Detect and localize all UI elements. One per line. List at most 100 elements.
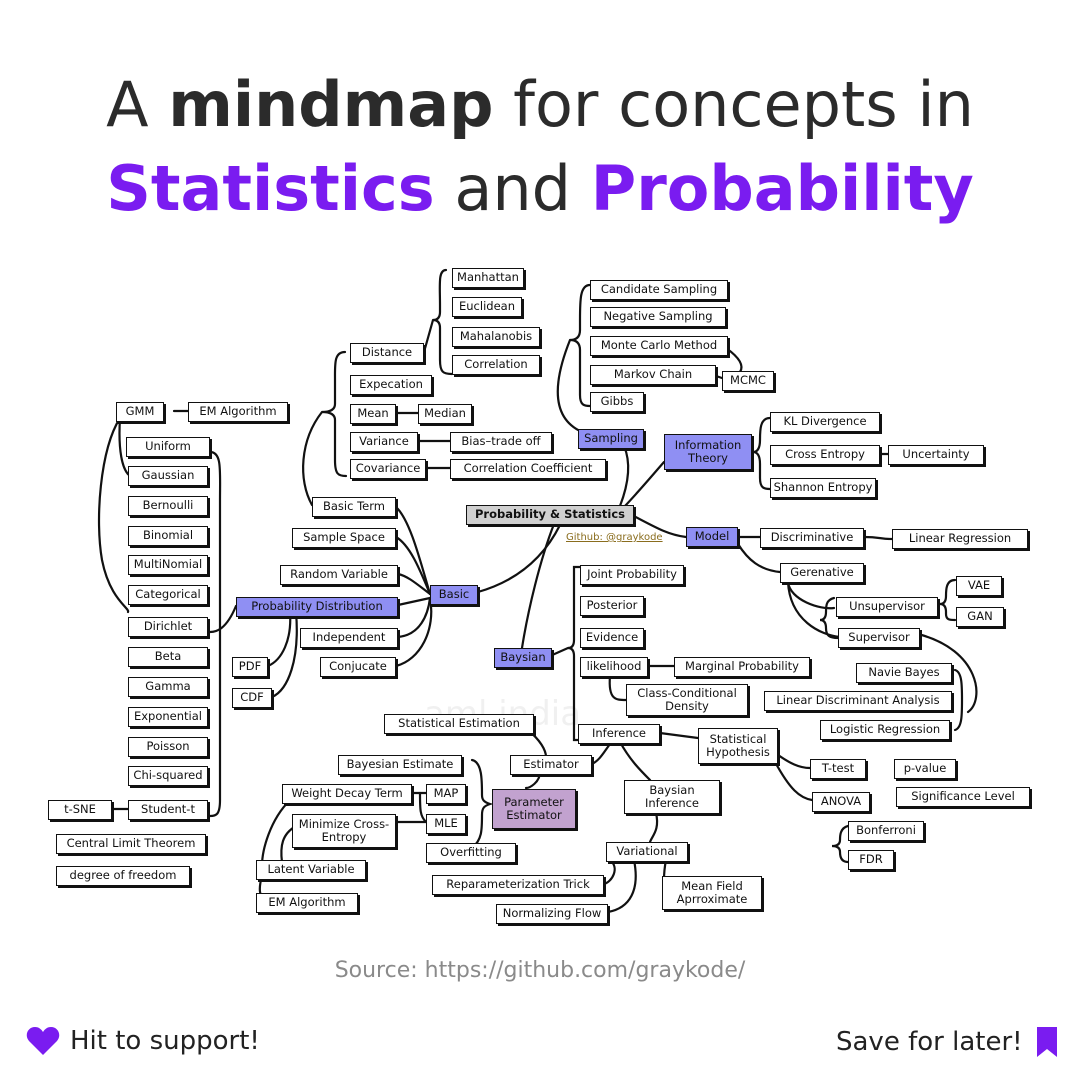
bookmark-icon: [1035, 1026, 1059, 1058]
link-gerenative-sup: [786, 580, 842, 639]
node-expecation: Expecation: [350, 375, 432, 395]
link-gmm-branch: [97, 416, 130, 614]
link-basic-term: [302, 410, 324, 507]
node-tsne: t-SNE: [48, 800, 112, 820]
node-lda: Linear Discriminant Analysis: [764, 691, 952, 711]
node-correlation: Correlation: [452, 355, 540, 375]
node-uniform: Uniform: [126, 437, 210, 457]
link-distance: [422, 318, 435, 354]
link-root-model: [630, 513, 688, 539]
link-pd-cdf: [270, 610, 298, 699]
node-discriminative: Discriminative: [760, 528, 864, 548]
node-categorical: Categorical: [128, 585, 208, 605]
node-map: MAP: [426, 784, 466, 804]
title-probability: Probability: [590, 152, 974, 225]
node-markov-chain: Markov Chain: [590, 365, 716, 385]
node-fdr: FDR: [848, 850, 894, 870]
node-chi-squared: Chi-squared: [128, 766, 208, 786]
node-basic: Basic: [430, 585, 478, 605]
node-information-theory: Information Theory: [664, 434, 752, 470]
title-line-1: A mindmap for concepts in: [0, 74, 1080, 136]
footer-save[interactable]: Save for later!: [836, 1026, 1059, 1058]
node-evidence: Evidence: [580, 628, 644, 648]
link-hypothesis-anova: [772, 758, 814, 802]
node-reparameterization: Reparameterization Trick: [432, 875, 604, 895]
node-normalizing-flow: Normalizing Flow: [496, 904, 608, 924]
node-sample-space: Sample Space: [292, 528, 396, 548]
title-mindmap: mindmap: [168, 68, 494, 141]
link-basic-conjucate: [394, 596, 433, 668]
link-pd-pdf: [266, 610, 292, 668]
node-parameter-estimator: Parameter Estimator: [492, 789, 576, 829]
node-gibbs: Gibbs: [590, 392, 644, 412]
link-latent-weight: [260, 798, 292, 868]
node-shannon-entropy: Shannon Entropy: [770, 478, 876, 498]
node-central-limit-theorem: Central Limit Theorem: [56, 834, 206, 854]
link-estimator-inference: [590, 742, 612, 766]
node-inference: Inference: [578, 724, 660, 744]
node-ttest: T-test: [810, 759, 866, 779]
brace-unsup: [939, 578, 957, 622]
node-candidate-sampling: Candidate Sampling: [590, 280, 728, 300]
link-stat-est-estimator: [526, 728, 548, 759]
node-mcmc: MCMC: [722, 371, 774, 391]
node-bias-tradeoff: Bias–trade off: [450, 432, 552, 452]
node-cdf: CDF: [232, 688, 272, 708]
source-credit: Source: https://github.com/graykode/: [334, 958, 746, 983]
node-weight-decay: Weight Decay Term: [282, 784, 412, 804]
node-gamma: Gamma: [128, 677, 208, 697]
node-basic-term: Basic Term: [312, 497, 396, 517]
node-model: Model: [686, 527, 738, 547]
node-independent: Independent: [300, 628, 398, 648]
link-basic-random-variable: [396, 572, 432, 596]
node-beta: Beta: [128, 647, 208, 667]
node-kl-divergence: KL Divergence: [770, 412, 880, 432]
brace-classifiers: [953, 668, 964, 732]
link-likelihood-classcond: [608, 674, 628, 702]
node-unsupervisor: Unsupervisor: [836, 597, 938, 617]
node-overfitting: Overfitting: [426, 843, 516, 863]
node-em-algorithm-bottom: EM Algorithm: [256, 893, 358, 913]
node-statistical-estimation: Statistical Estimation: [384, 714, 534, 734]
node-sampling: Sampling: [578, 429, 644, 449]
brace-sampling: [569, 283, 592, 408]
node-covariance: Covariance: [350, 459, 426, 479]
node-conjucate: Conjucate: [320, 657, 396, 677]
node-correlation-coefficient: Correlation Coefficient: [450, 459, 606, 479]
node-logistic-regression: Logistic Regression: [820, 720, 950, 740]
github-note: Github: @graykode: [566, 532, 663, 543]
node-linear-regression: Linear Regression: [892, 529, 1028, 549]
link-root-info: [623, 460, 666, 508]
title-prefix: A: [106, 68, 169, 141]
node-degree-of-freedom: degree of freedom: [56, 866, 190, 886]
node-cross-entropy: Cross Entropy: [770, 445, 880, 465]
link-discr-linreg: [862, 535, 894, 541]
node-mean: Mean: [350, 404, 396, 424]
node-pdf: PDF: [232, 657, 268, 677]
node-mle: MLE: [426, 814, 466, 834]
link-model-gerenative: [736, 542, 782, 574]
node-anova: ANOVA: [812, 792, 870, 812]
footer-support[interactable]: Hit to support!: [26, 1026, 260, 1056]
node-random-variable: Random Variable: [280, 565, 398, 585]
link-hypothesis-ttest: [772, 750, 812, 770]
node-em-algorithm-top: EM Algorithm: [188, 402, 288, 422]
node-variational: Variational: [606, 842, 688, 862]
link-baysian-brace: [548, 646, 570, 658]
node-likelihood: likelihood: [580, 657, 648, 677]
link-basic-prob-dist: [396, 596, 432, 607]
link-inference-hypothesis: [658, 731, 700, 740]
title-statistics: Statistics: [106, 152, 435, 225]
node-supervisor: Supervisor: [838, 628, 920, 648]
link-basic-independent: [396, 596, 432, 639]
node-monte-carlo: Monte Carlo Method: [590, 336, 728, 356]
node-class-conditional: Class-Conditional Density: [626, 684, 748, 716]
brace-unsup-sup: [819, 596, 840, 640]
node-negative-sampling: Negative Sampling: [590, 307, 726, 327]
node-distance: Distance: [350, 343, 424, 363]
link-root-sampling: [618, 444, 630, 508]
heart-icon: [26, 1026, 60, 1056]
save-label: Save for later!: [836, 1027, 1023, 1057]
node-navie-bayes: Navie Bayes: [856, 663, 952, 683]
link-root-basic: [476, 523, 562, 594]
